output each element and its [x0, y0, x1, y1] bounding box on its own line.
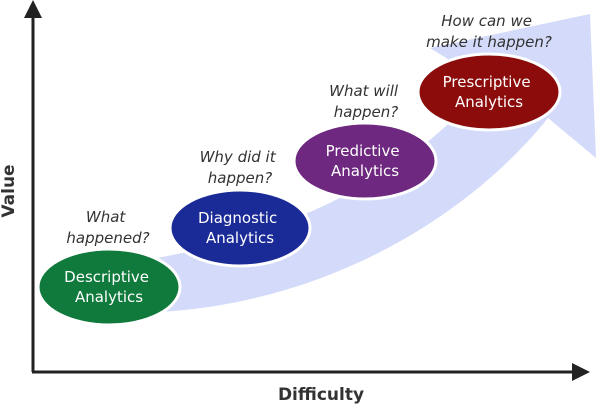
y-axis-title: Value [0, 164, 19, 217]
question-prescriptive: How can we make it happen? [426, 12, 552, 51]
descriptive-label-line2: Analytics [75, 288, 143, 306]
x-axis-arrowhead [572, 363, 590, 381]
descriptive-label-line1: Descriptive [64, 268, 149, 286]
prescriptive-ellipse [416, 52, 562, 132]
question-descriptive-line2: happened? [66, 229, 149, 247]
prescriptive-label: Prescriptive Analytics [443, 73, 536, 111]
diagnostic-label-line2: Analytics [206, 229, 274, 247]
x-axis-title: Difficulty [278, 385, 364, 405]
question-prescriptive-line2: make it happen? [426, 33, 552, 51]
diagnostic-ellipse [168, 188, 312, 268]
question-descriptive-line1: What [86, 208, 127, 226]
descriptive-ellipse [36, 247, 182, 327]
diagnostic-label: Diagnostic Analytics [198, 209, 282, 247]
question-predictive-line2: happen? [334, 103, 398, 121]
question-diagnostic-line1: Why did it [200, 148, 277, 166]
question-diagnostic-line2: happen? [208, 169, 272, 187]
descriptive-label: Descriptive Analytics [64, 268, 154, 306]
axes [24, 0, 590, 381]
predictive-label: Predictive Analytics [326, 142, 405, 180]
question-descriptive: What happened? [66, 208, 149, 247]
stage-descriptive: What happened? Descriptive Analytics [36, 208, 182, 327]
question-prescriptive-line1: How can we [441, 12, 532, 30]
stage-predictive: What will happen? Predictive Analytics [292, 82, 438, 201]
y-axis-arrowhead [24, 0, 42, 18]
question-diagnostic: Why did it happen? [200, 148, 281, 187]
predictive-label-line2: Analytics [331, 162, 399, 180]
diagnostic-label-line1: Diagnostic [198, 209, 277, 227]
predictive-ellipse [292, 121, 438, 201]
stage-diagnostic: Why did it happen? Diagnostic Analytics [168, 148, 312, 268]
predictive-label-line1: Predictive [326, 142, 400, 160]
question-predictive: What will happen? [329, 82, 403, 121]
question-predictive-line1: What will [329, 82, 399, 100]
prescriptive-label-line1: Prescriptive [443, 73, 531, 91]
stage-prescriptive: How can we make it happen? Prescriptive … [416, 12, 562, 132]
prescriptive-label-line2: Analytics [455, 93, 523, 111]
